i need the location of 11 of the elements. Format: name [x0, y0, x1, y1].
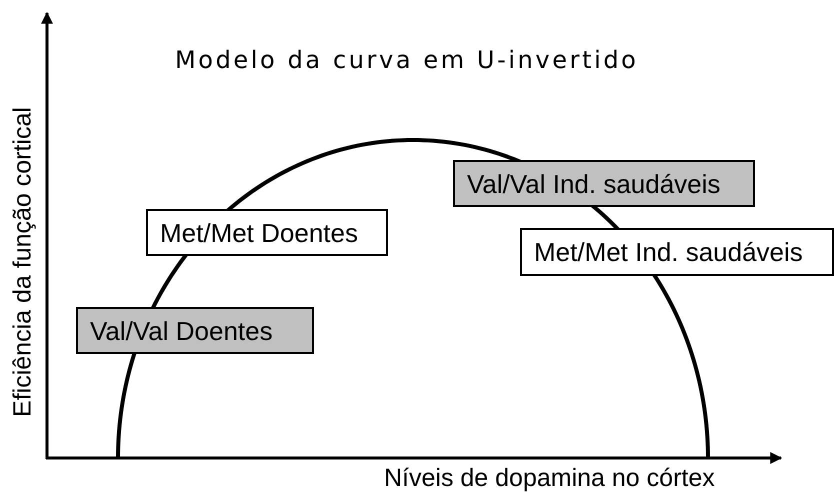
group-label: Val/Val Ind. saudáveis	[467, 170, 720, 196]
x-axis-label: Níveis de dopamina no córtex	[384, 466, 715, 491]
group-label: Met/Met Doentes	[160, 220, 358, 246]
y-axis-label: Eficiência da função cortical	[10, 107, 36, 417]
group-label: Met/Met Ind. saudáveis	[534, 239, 803, 265]
group-label-box	[453, 160, 755, 207]
group-label-box	[146, 209, 388, 256]
group-label: Val/Val Doentes	[90, 318, 273, 344]
group-label-box	[520, 228, 834, 276]
group-label-box	[76, 307, 314, 354]
chart-title: Modelo da curva em U-invertido	[175, 46, 638, 74]
